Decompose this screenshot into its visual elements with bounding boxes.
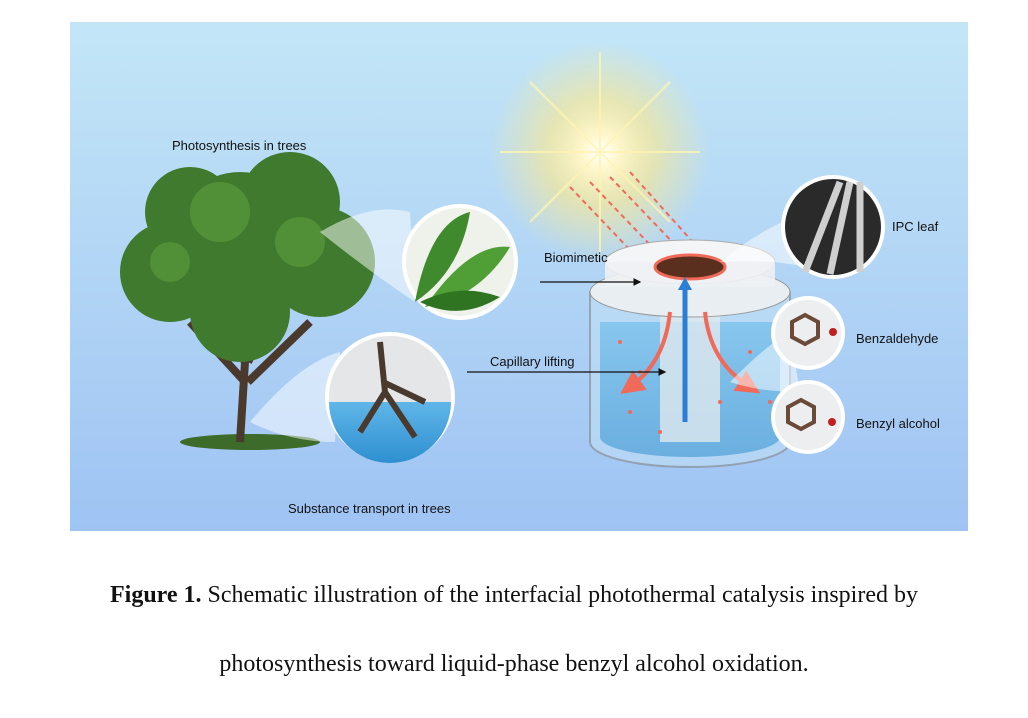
reactor-container [589,239,791,468]
figure-caption-line-1: Figure 1. Schematic illustration of the … [0,582,1028,609]
benzaldehyde-molecule-inset [771,296,845,370]
leaf-inset [402,204,518,320]
figure-caption-line-2: photosynthesis toward liquid-phase benzy… [0,651,1028,678]
ipc-leaf-disk [653,253,727,281]
benzyl-alcohol-molecule-inset [771,380,845,454]
schematic-figure: Photosynthesis in trees Substance transp… [70,22,968,531]
tree-illustration [120,152,375,450]
figure-illustration [70,22,968,531]
label-capillary-lifting: Capillary lifting [490,354,575,369]
caption-text-2: photosynthesis toward liquid-phase benzy… [219,651,809,677]
figure-number: Figure 1. [109,582,202,608]
ipc-leaf-sem-inset [781,175,885,279]
label-benzyl-alcohol: Benzyl alcohol [856,416,940,431]
label-photosynthesis: Photosynthesis in trees [172,138,307,153]
heat-arrow-left [620,311,672,394]
label-ipc-leaf: IPC leaf [892,219,939,234]
label-biomimetic: Biomimetic [544,250,608,265]
label-substance-transport: Substance transport in trees [288,501,451,516]
caption-text-1: Schematic illustration of the interfacia… [207,582,918,608]
label-benzaldehyde: Benzaldehyde [856,331,939,346]
root-water-inset [325,332,455,463]
sunlight-rays [569,171,701,251]
sun-icon [490,42,710,262]
